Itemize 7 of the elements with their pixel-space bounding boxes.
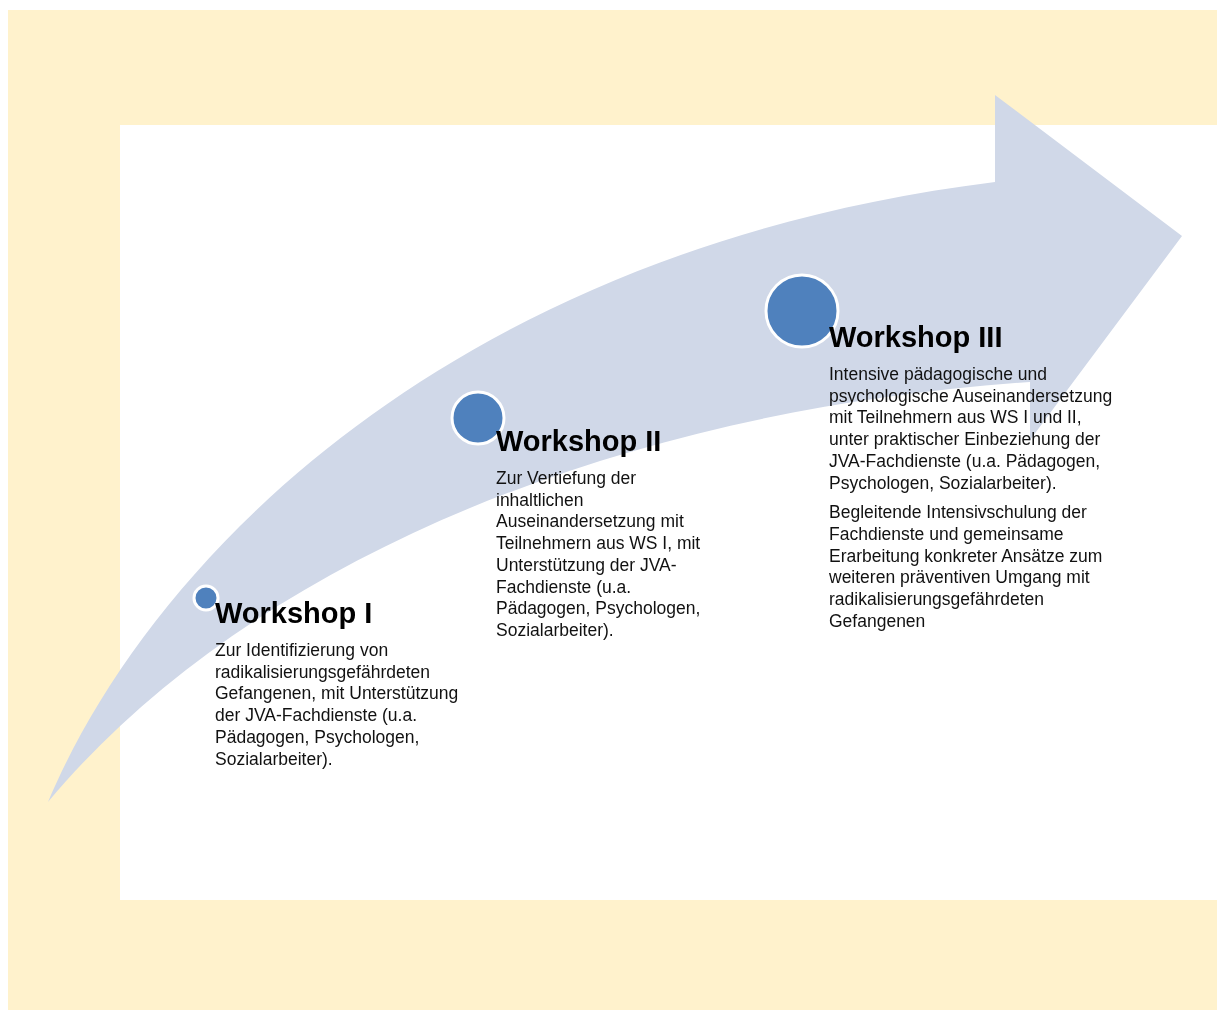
workshop-heading: Workshop II [496,424,662,458]
workshop-heading: Workshop III [829,320,1003,354]
workshop-description: Zur Vertiefung der inhaltlichen Auseinandersetzung mit Teilnehmern aus WS I, mit Unterstützung der JVA-Fachdienste (u.a. Pädagogen, Psychologen, Sozialarbeiter). [496,468,702,642]
workshop-description: Begleitende Intensivschulung der Fachdienste und gemeinsame Erarbeitung konkreter Ansätze zum weiteren präventiven Umgang mit radikalisierungsgefährdeten Gefangenen [829,502,1104,633]
workshop-description: Intensive pädagogische und psychologische Auseinandersetzung mit Teilnehmern aus WS I und II, unter praktischer Einbeziehung der JVA-Fachdienste (u.a. Pädagogen, Psychologen, Sozialarbeiter). [829,364,1114,495]
workshop-heading: Workshop I [215,596,373,630]
workshop-description: Zur Identifizierung von radikalisierungsgefährdeten Gefangenen, mit Unterstützung der JVA-Fachdienste (u.a. Pädagogen, Psychologen, Sozialarbeiter). [215,640,460,771]
